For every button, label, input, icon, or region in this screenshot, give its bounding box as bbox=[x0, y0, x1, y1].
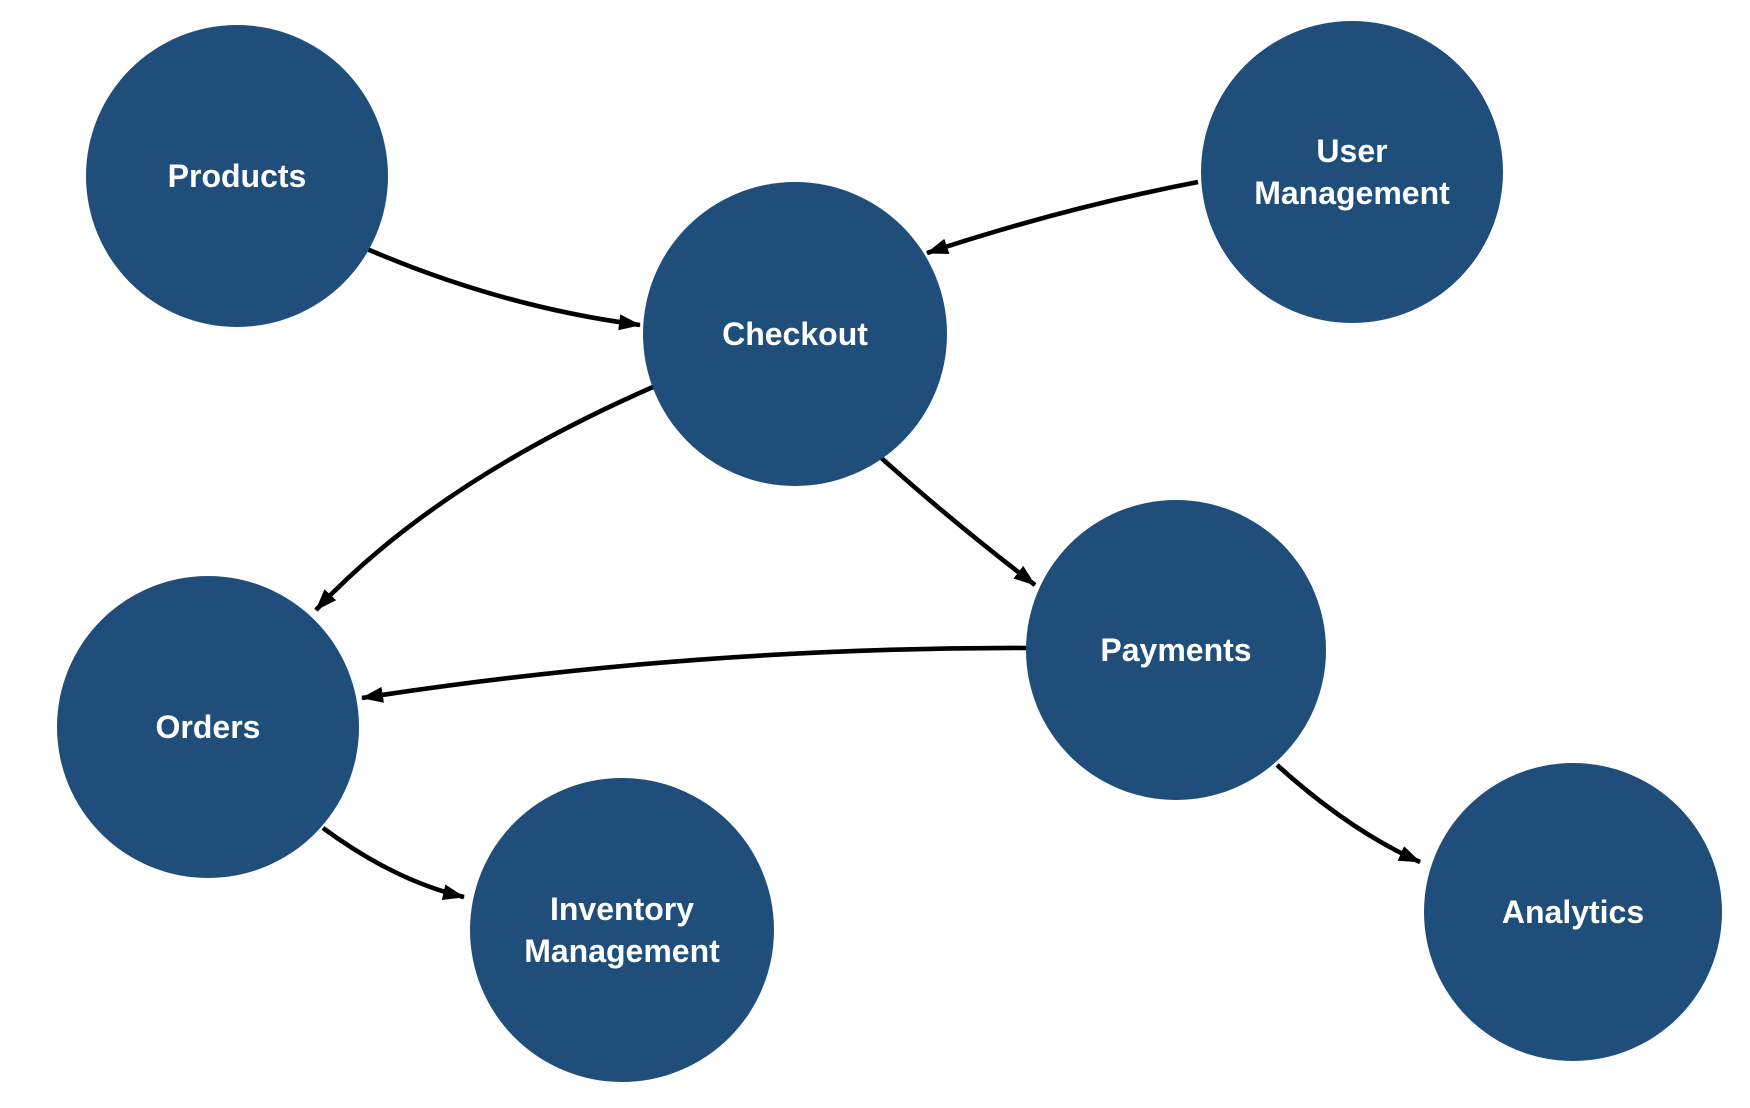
node-products[interactable]: Products bbox=[86, 25, 388, 327]
node-inventory-management-circle[interactable] bbox=[470, 778, 774, 1082]
edge-orders-to-inventory-management bbox=[321, 826, 465, 901]
node-analytics-circle[interactable] bbox=[1424, 763, 1722, 1061]
edge-products-to-checkout bbox=[366, 246, 641, 331]
edge-checkout-to-orders bbox=[314, 384, 654, 612]
node-user-management-circle[interactable] bbox=[1201, 21, 1503, 323]
edge-user-management-to-checkout bbox=[926, 179, 1199, 256]
node-checkout[interactable]: Checkout bbox=[643, 182, 947, 486]
node-checkout-circle[interactable] bbox=[643, 182, 947, 486]
node-orders[interactable]: Orders bbox=[57, 576, 359, 878]
edge-payments-to-analytics bbox=[1275, 763, 1421, 865]
node-orders-circle[interactable] bbox=[57, 576, 359, 878]
node-payments-circle[interactable] bbox=[1026, 500, 1326, 800]
node-payments[interactable]: Payments bbox=[1026, 500, 1326, 800]
node-analytics[interactable]: Analytics bbox=[1424, 763, 1722, 1061]
edge-payments-to-orders bbox=[361, 645, 1028, 703]
edge-checkout-to-payments bbox=[876, 453, 1037, 587]
node-products-circle[interactable] bbox=[86, 25, 388, 327]
